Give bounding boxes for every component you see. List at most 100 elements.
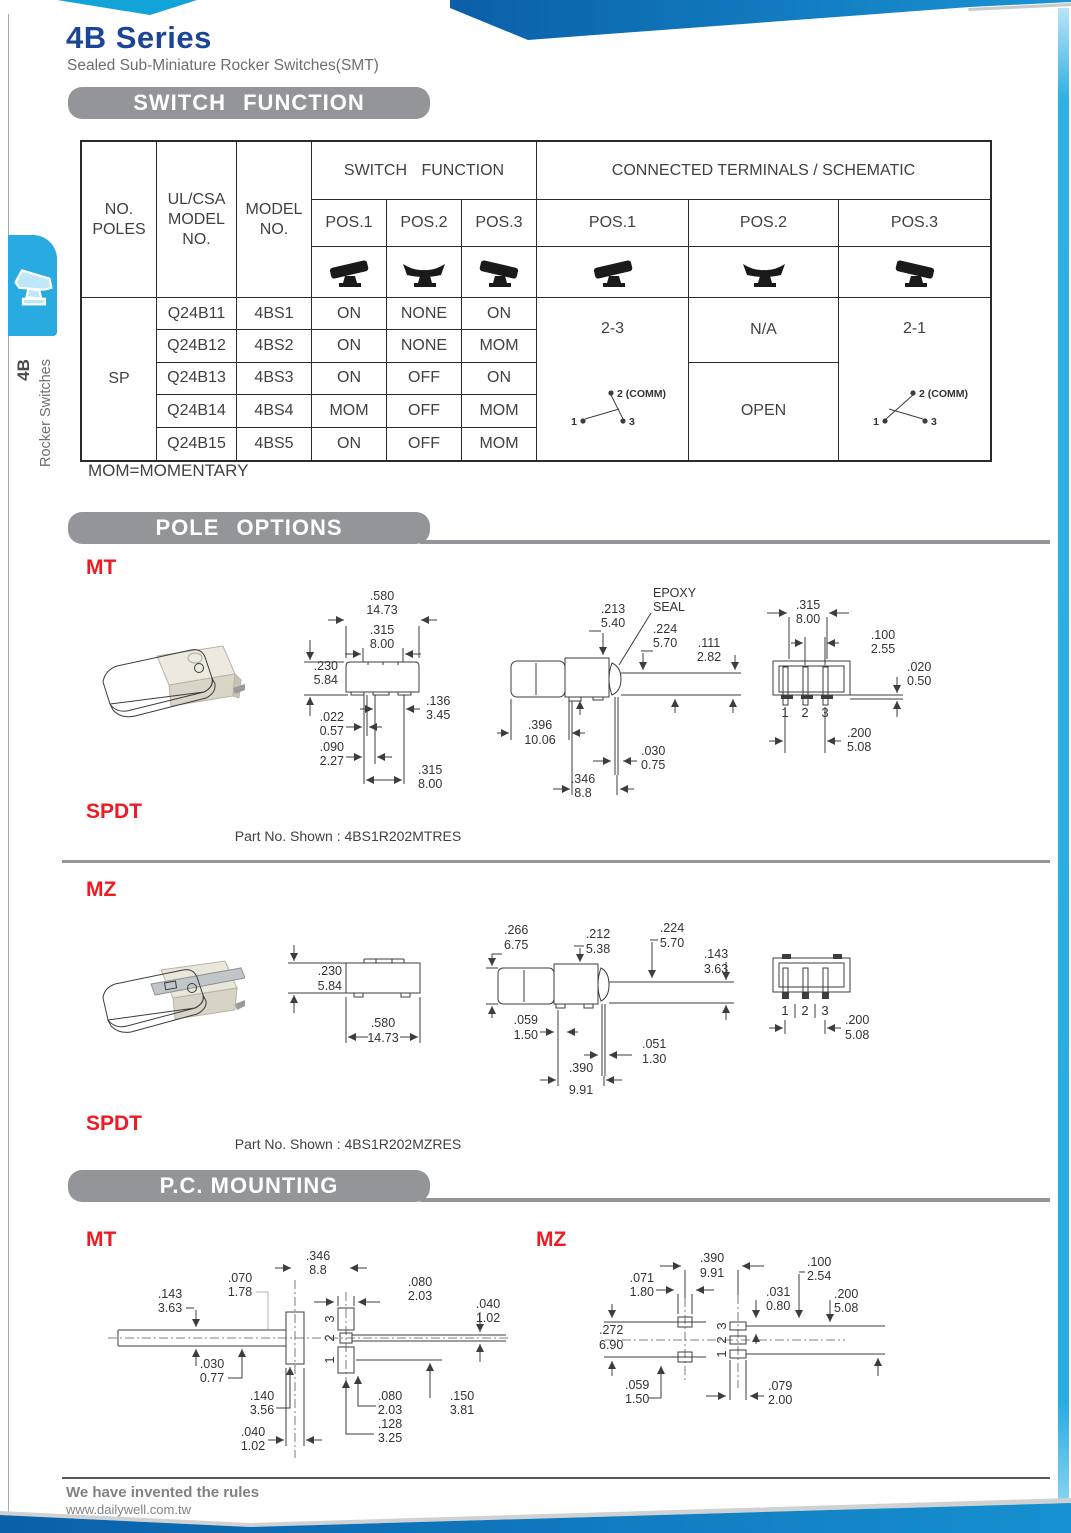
- cell-p3: MOM: [462, 395, 537, 428]
- connected-pos2-top: N/A: [689, 298, 839, 363]
- pad-label: 1: [322, 1356, 337, 1363]
- dim-in: .266: [504, 923, 528, 937]
- dim-mm: 2.55: [871, 642, 895, 656]
- cell-p2: OFF: [387, 362, 462, 396]
- right-edge-strip: [1058, 8, 1069, 1524]
- dim-mm: 8.00: [370, 637, 394, 651]
- dim-in: .346: [306, 1250, 330, 1263]
- dim-mm: 6.75: [504, 938, 528, 952]
- col-header-schem-pos2: POS.2: [689, 200, 839, 247]
- dim-mm: 5.84: [318, 979, 342, 993]
- dim-in: .071: [630, 1271, 654, 1285]
- dim-in: .111: [698, 636, 721, 650]
- col-header-model: MODEL NO.: [237, 142, 312, 298]
- dim-mm: 3.81: [450, 1403, 474, 1417]
- dim-mm: 2.03: [378, 1403, 402, 1417]
- dim-mm: 3.63: [704, 962, 728, 976]
- top-right-wedge: [450, 0, 1071, 40]
- epoxy-seal-label: EPOXY: [653, 586, 697, 600]
- cell-model: 4BS2: [237, 330, 312, 363]
- dim-mm: 8.8: [574, 786, 591, 800]
- dim-in: .315: [370, 623, 394, 637]
- pin-label: 1: [781, 1003, 788, 1018]
- dim-mm: 1.80: [630, 1285, 654, 1299]
- dim-in: .070: [228, 1271, 252, 1285]
- rocker-pos2-icon: [689, 247, 839, 298]
- svg-text:1: 1: [873, 416, 879, 428]
- dim-in: .040: [241, 1425, 265, 1439]
- dim-in: .200: [845, 1013, 869, 1027]
- dim-in: .080: [378, 1389, 402, 1403]
- dim-in: .200: [847, 726, 871, 740]
- dim-mm: 6.90: [599, 1338, 623, 1352]
- footer-rule: [62, 1477, 1050, 1479]
- dim-in: .090: [320, 740, 344, 754]
- dim-in: .100: [807, 1255, 831, 1269]
- dim-mm: 14.73: [367, 1031, 398, 1045]
- svg-text:2 (COMM): 2 (COMM): [617, 388, 666, 400]
- page-title: 4B Series: [66, 20, 212, 55]
- footer-slogan: We have invented the rules: [66, 1484, 260, 1501]
- cell-p2: NONE: [387, 298, 462, 331]
- dim-in: .100: [871, 628, 895, 642]
- dim-in: .346: [571, 772, 595, 786]
- schematic-cell-pos3: 2-1 2 (COMM) 1 3: [839, 298, 990, 460]
- pad-label: 2: [322, 1334, 337, 1341]
- dim-in: .315: [796, 598, 820, 612]
- cell-p3: MOM: [462, 427, 537, 460]
- dim-mm: 5.40: [601, 616, 625, 630]
- dim-in: .390: [569, 1061, 593, 1075]
- cell-p1: ON: [312, 298, 387, 331]
- top-left-wedge: [57, 0, 197, 15]
- connected-pos3: 2-1: [902, 320, 927, 337]
- connected-pos1: 2-3: [600, 320, 625, 337]
- cell-poles: SP: [82, 298, 157, 460]
- dim-in: .079: [768, 1379, 792, 1393]
- banner-rule: [420, 1198, 1050, 1202]
- dim-in: .224: [653, 622, 677, 636]
- cell-model: 4BS4: [237, 395, 312, 428]
- dim-in: .230: [314, 659, 338, 673]
- dim-mm: 0.80: [766, 1299, 790, 1313]
- cell-ul: Q24B11: [157, 298, 237, 331]
- bottom-wave: [0, 1498, 1071, 1533]
- dim-in: .051: [642, 1037, 666, 1051]
- series-tab: [8, 235, 57, 336]
- dim-mm: 3.45: [426, 708, 450, 722]
- pc-mt-label: MT: [86, 1228, 117, 1251]
- cell-p3: MOM: [462, 330, 537, 363]
- dim-in: .390: [700, 1251, 724, 1265]
- dim-mm: 1.02: [476, 1311, 500, 1325]
- dim-in: .396: [528, 718, 552, 732]
- dim-mm: 2.03: [408, 1289, 432, 1303]
- pad-label: 1: [714, 1350, 729, 1357]
- cell-p3: ON: [462, 298, 537, 331]
- pc-mz-label: MZ: [536, 1228, 567, 1251]
- dim-in: .140: [250, 1389, 274, 1403]
- dim-in: .150: [450, 1389, 474, 1403]
- dim-mm: 5.70: [653, 636, 677, 650]
- dim-mm: 8.8: [309, 1263, 326, 1277]
- dim-mm: 0.77: [200, 1371, 224, 1385]
- cell-p1: MOM: [312, 395, 387, 428]
- dim-mm: 9.91: [700, 1266, 724, 1280]
- dim-in: .315: [418, 763, 442, 777]
- cell-p1: ON: [312, 427, 387, 460]
- dim-in: .143: [158, 1287, 182, 1301]
- col-header-connected-terminals: CONNECTED TERMINALS / SCHEMATIC: [537, 142, 990, 200]
- col-header-no-poles: NO. POLES: [82, 142, 157, 298]
- dim-mm: 2.27: [320, 754, 344, 768]
- pin-label: 2: [801, 705, 808, 720]
- dim-mm: 0.57: [320, 724, 344, 738]
- cell-p2: OFF: [387, 395, 462, 428]
- dim-in: .580: [370, 589, 394, 603]
- cell-ul: Q24B12: [157, 330, 237, 363]
- section-banner-pole-options: POLE OPTIONS: [68, 512, 430, 544]
- mt-end-view-drawing: 1 2 3 .315 8.00 .100 2.55 .020 0.50 .200…: [767, 598, 931, 754]
- col-header-pos3: POS.3: [462, 200, 537, 247]
- mt-label: MT: [86, 556, 117, 579]
- cell-ul: Q24B13: [157, 362, 237, 396]
- col-header-switch-function: SWITCH FUNCTION: [312, 142, 537, 200]
- rocker-pos2-icon: [387, 247, 462, 298]
- mz-type-label: SPDT: [86, 1112, 143, 1135]
